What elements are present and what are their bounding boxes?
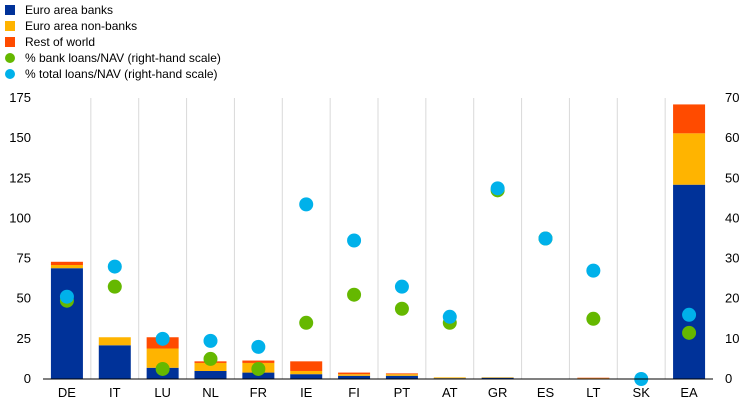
bar-IE [290,370,323,375]
point-LU [155,361,170,376]
y-left-tick-label: 125 [9,170,31,185]
y-right-tick-label: 40 [725,210,739,225]
y-right-tick-label: 10 [725,331,739,346]
bar-GR [481,377,514,379]
point-IE [299,197,314,212]
x-tick-label: LT [586,385,600,400]
y-right-tick-label: 50 [725,170,739,185]
point-IT [107,279,122,294]
point-FR [251,339,266,354]
x-tick-label: NL [202,385,219,400]
point-EA [682,307,697,322]
grid [90,98,666,379]
y-left-tick-label: 75 [17,251,31,266]
point-AT [442,309,457,324]
y-right-tick-label: 70 [725,90,739,105]
y-left-tick-label: 25 [17,331,31,346]
bar-EA [673,184,706,379]
point-PT [394,279,409,294]
x-tick-label: LU [154,385,171,400]
bar-EA [673,104,706,134]
bar-IT [98,337,131,346]
bar-NL [194,370,227,379]
x-tick-label: IT [109,385,121,400]
legend-label-4: % bank loans/NAV (right-hand scale) [25,51,221,65]
legend-swatch-2 [5,21,15,31]
point-FR [251,361,266,376]
legend-swatch-1 [5,5,15,15]
x-tick-label: FI [348,385,360,400]
x-tick-label: FR [250,385,267,400]
legend-marker-4 [5,53,15,63]
y-left-tick-label: 150 [9,130,31,145]
legend-label-5: % total loans/NAV (right-hand scale) [25,67,218,81]
point-IT [107,259,122,274]
y-right-tick-label: 30 [725,251,739,266]
legend-label-3: Rest of world [25,35,95,49]
legend-label-2: Euro area non-banks [25,19,137,33]
bar-LU [146,348,179,368]
point-LT [586,311,601,326]
legend-label-1: Euro area banks [25,3,113,17]
point-NL [203,333,218,348]
y-left-tick-label: 100 [9,210,31,225]
point-FI [347,287,362,302]
bar-FR [242,360,275,363]
x-tick-label: ES [537,385,555,400]
legend-marker-5 [5,69,15,79]
bar-EA [673,133,706,185]
point-IE [299,315,314,330]
y-left-tick-label: 0 [24,371,31,386]
x-tick-label: AT [442,385,458,400]
point-NL [203,351,218,366]
bar-DE [50,268,83,379]
bar-IT [98,345,131,379]
bar-PT [385,374,418,376]
x-tick-label: EA [680,385,698,400]
y-left-tick-label: 50 [17,291,31,306]
bar-PT [385,375,418,379]
bar-AT [433,377,466,379]
bar-NL [194,362,227,371]
point-FI [347,233,362,248]
y-left-tick-label: 175 [9,90,31,105]
bar-IE [290,374,323,379]
points [59,181,697,386]
bar-DE [50,261,83,265]
bar-FI [338,374,371,376]
legend-swatch-3 [5,37,15,47]
y-right-tick-label: 0 [725,371,732,386]
bar-FI [338,375,371,379]
point-DE [59,289,74,304]
point-EA [682,325,697,340]
point-ES [538,231,553,246]
bar-DE [50,264,83,269]
point-LU [155,331,170,346]
bar-PT [385,373,418,375]
point-LT [586,263,601,278]
bars [50,104,706,379]
bar-FI [338,372,371,375]
point-PT [394,301,409,316]
x-tick-label: IE [300,385,313,400]
y-right-tick-label: 20 [725,291,739,306]
x-tick-label: PT [394,385,411,400]
x-tick-label: SK [633,385,651,400]
y-right-tick-label: 60 [725,130,739,145]
x-tick-label: GR [488,385,508,400]
point-GR [490,181,505,196]
bar-IE [290,361,323,371]
x-tick-label: DE [58,385,76,400]
